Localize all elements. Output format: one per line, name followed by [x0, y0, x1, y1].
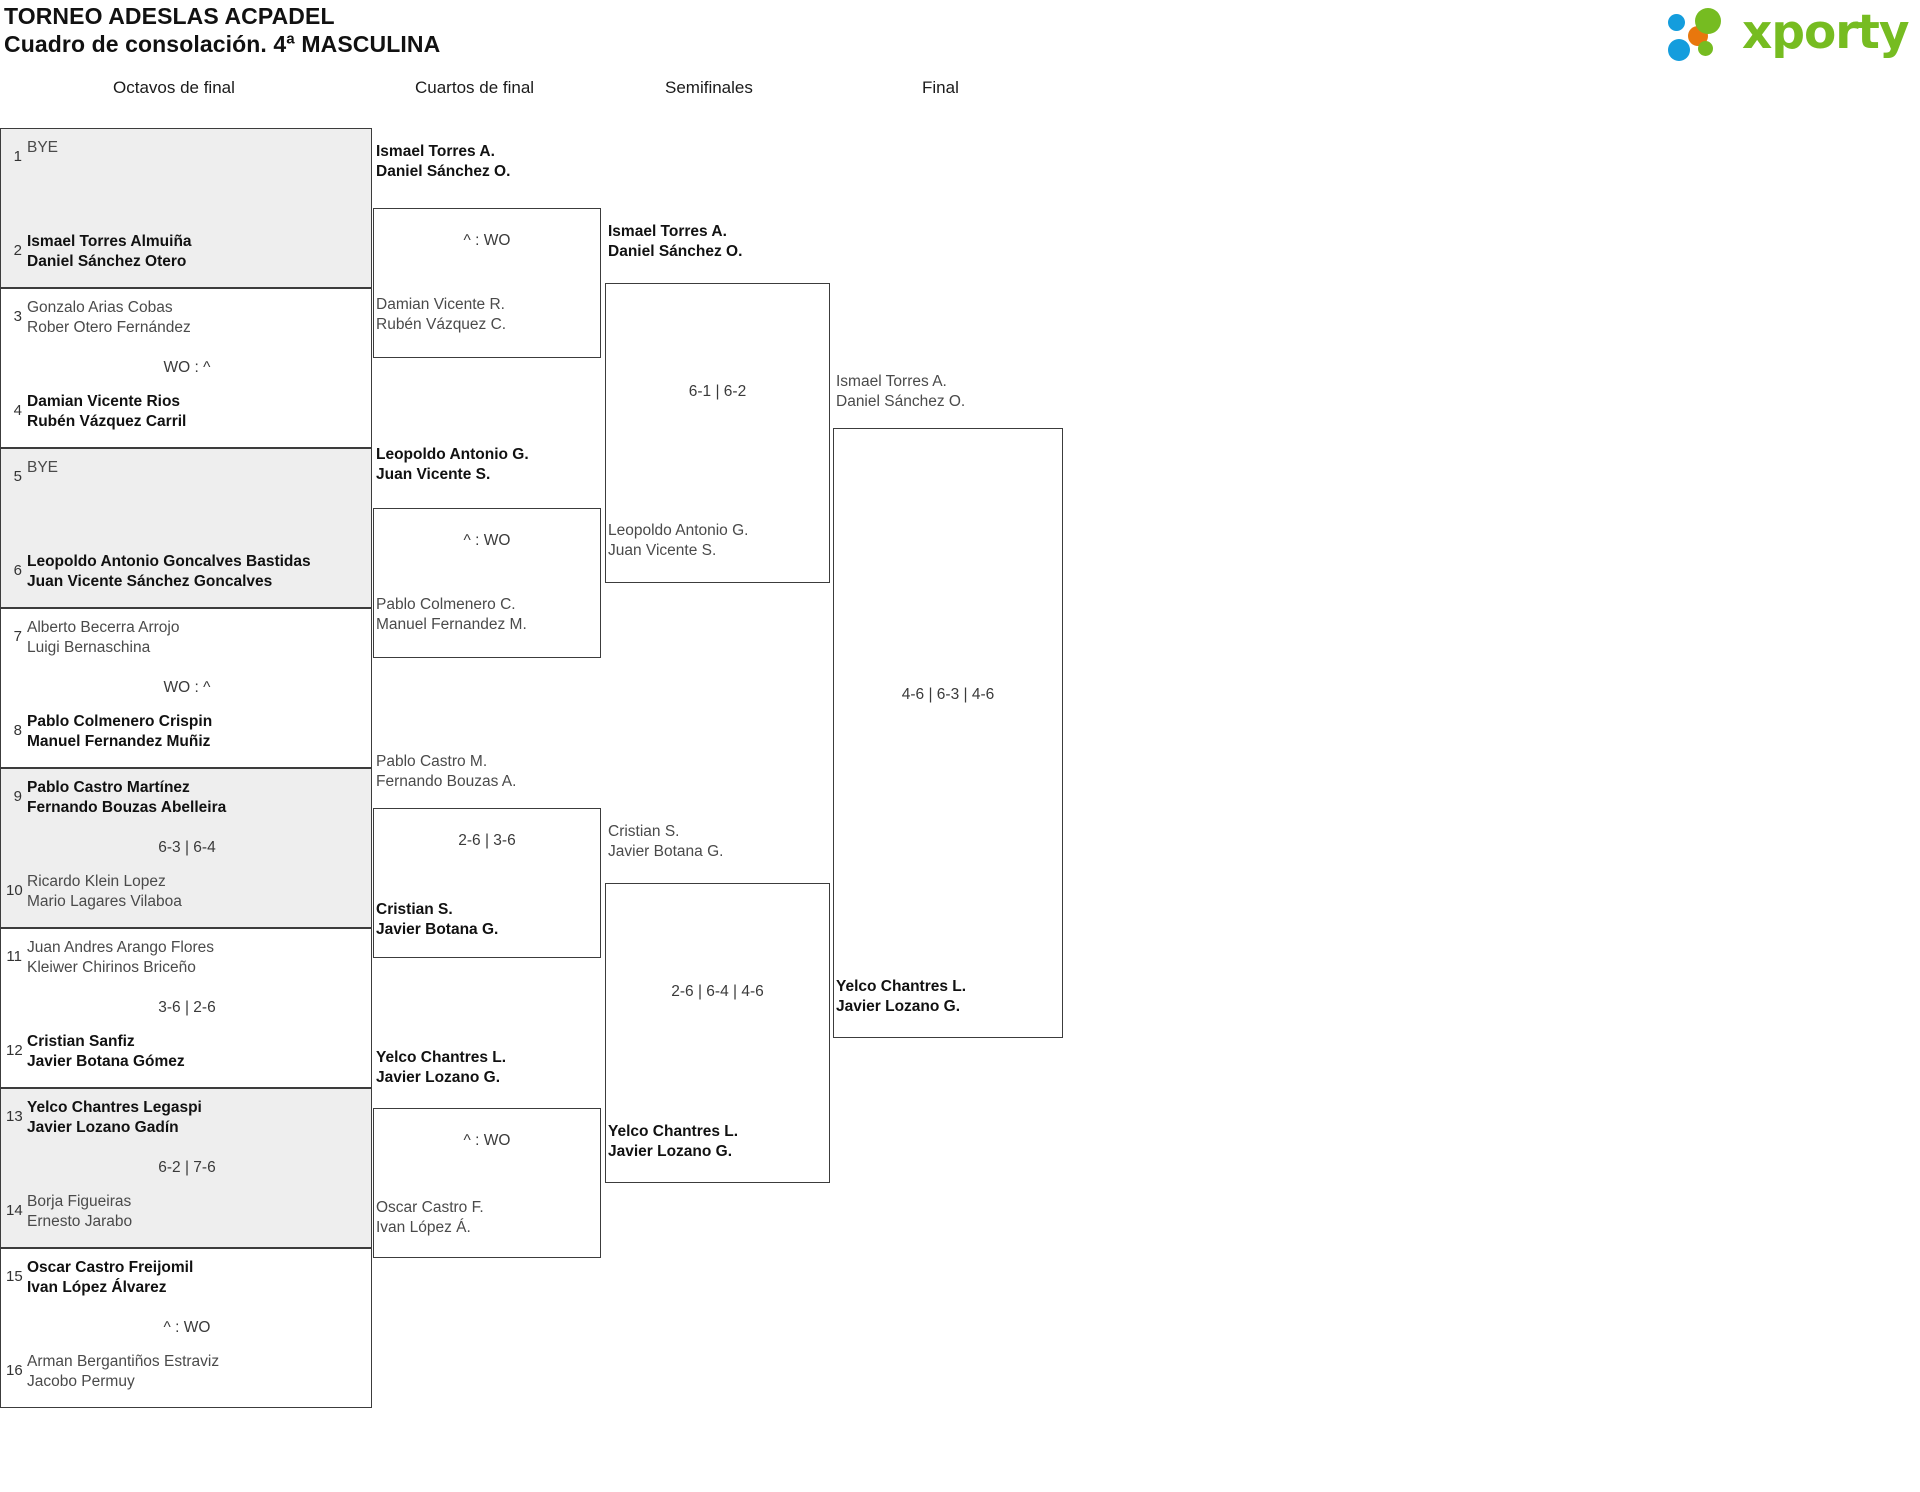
- table-row[interactable]: 13 Yelco Chantres Legaspi Javier Lozano …: [0, 1088, 372, 1248]
- match-score: 6-2 | 7-6: [158, 1159, 216, 1176]
- seed-number: 12: [6, 1042, 23, 1059]
- seed-number: 2: [13, 242, 22, 259]
- seed-number: 5: [13, 468, 22, 485]
- qf-winner-label: Leopoldo Antonio G. Juan Vicente S.: [376, 446, 529, 483]
- match-score: WO : ^: [163, 359, 211, 376]
- table-row[interactable]: 5 BYE 6 Leopoldo Antonio Goncalves Basti…: [0, 448, 372, 608]
- sf-winner-label: Ismael Torres A. Daniel Sánchez O.: [608, 223, 743, 260]
- table-row[interactable]: 7 Alberto Becerra Arrojo Luigi Bernaschi…: [0, 608, 372, 768]
- seed-number: 1: [13, 148, 22, 165]
- team-name: Alberto Becerra Arrojo Luigi Bernaschina: [27, 619, 180, 656]
- team-name: Pablo Colmenero Crispin Manuel Fernandez…: [27, 713, 213, 750]
- logo-dots-icon: [1668, 8, 1746, 62]
- match-score: ^ : WO: [163, 1319, 211, 1336]
- qf-loser-label: Oscar Castro F. Ivan López Á.: [376, 1199, 484, 1236]
- qf-winner-label: Cristian S. Javier Botana G.: [376, 901, 499, 938]
- qf-winner-label: Yelco Chantres L. Javier Lozano G.: [376, 1049, 507, 1086]
- qf-loser-label: Damian Vicente R. Rubén Vázquez C.: [376, 296, 507, 333]
- table-row[interactable]: 1 BYE 2 Ismael Torres Almuiña Daniel Sán…: [0, 128, 372, 288]
- qf-loser-label: Pablo Castro M. Fernando Bouzas A.: [376, 753, 517, 790]
- sf-loser-label: Cristian S. Javier Botana G.: [608, 823, 724, 860]
- seed-number: 3: [13, 308, 22, 325]
- final-champion-label: Yelco Chantres L. Javier Lozano G.: [836, 978, 967, 1015]
- seed-number: 13: [6, 1108, 23, 1125]
- team-name: Oscar Castro Freijomil Ivan López Álvare…: [27, 1259, 194, 1296]
- team-name: Pablo Castro Martínez Fernando Bouzas Ab…: [27, 779, 227, 816]
- match-score: 3-6 | 2-6: [158, 999, 216, 1016]
- match-score: 4-6 | 6-3 | 4-6: [901, 686, 995, 703]
- seed-number: 11: [6, 948, 22, 965]
- seed-number: 16: [6, 1362, 23, 1379]
- round-header-octavos: Octavos de final: [113, 78, 235, 97]
- seed-number: 7: [13, 628, 22, 645]
- tournament-name: TORNEO ADESLAS ACPADEL: [4, 3, 335, 29]
- seed-number: 6: [13, 562, 22, 579]
- match-box[interactable]: [605, 883, 830, 1183]
- xporty-logo: xporty: [1668, 5, 1910, 64]
- team-name: Yelco Chantres Legaspi Javier Lozano Gad…: [27, 1099, 202, 1136]
- round-header-final: Final: [922, 78, 959, 97]
- round-header-semifinales: Semifinales: [665, 78, 753, 97]
- match-score: WO : ^: [163, 679, 211, 696]
- team-name: Ricardo Klein Lopez Mario Lagares Vilabo…: [27, 873, 182, 910]
- match-score: ^ : WO: [463, 232, 511, 249]
- table-row[interactable]: 3 Gonzalo Arias Cobas Rober Otero Fernán…: [0, 288, 372, 448]
- page-title: TORNEO ADESLAS ACPADEL Cuadro de consola…: [4, 2, 440, 58]
- team-name: Gonzalo Arias Cobas Rober Otero Fernánde…: [27, 299, 191, 336]
- team-name: Borja Figueiras Ernesto Jarabo: [27, 1193, 133, 1230]
- match-score: 2-6 | 6-4 | 4-6: [671, 983, 764, 1000]
- match-box[interactable]: [373, 508, 601, 658]
- team-name: Cristian Sanfiz Javier Botana Gómez: [27, 1033, 185, 1070]
- seed-number: 10: [6, 882, 23, 899]
- match-score: 2-6 | 3-6: [458, 832, 516, 849]
- sf-winner-label: Yelco Chantres L. Javier Lozano G.: [608, 1123, 739, 1160]
- match-score: 6-3 | 6-4: [158, 839, 216, 856]
- match-box[interactable]: [373, 208, 601, 358]
- match-score: ^ : WO: [463, 532, 511, 549]
- team-name: Arman Bergantiños Estraviz Jacobo Permuy: [27, 1353, 220, 1390]
- match-box[interactable]: [373, 808, 601, 958]
- table-row[interactable]: 9 Pablo Castro Martínez Fernando Bouzas …: [0, 768, 372, 928]
- seed-number: 4: [13, 402, 22, 419]
- round-header-cuartos: Cuartos de final: [415, 78, 535, 97]
- match-box[interactable]: [833, 428, 1063, 1038]
- seed-number: 9: [13, 788, 22, 805]
- team-name: Damian Vicente Rios Rubén Vázquez Carril: [27, 393, 187, 430]
- match-score: 6-1 | 6-2: [688, 383, 747, 400]
- qf-loser-label: Pablo Colmenero C. Manuel Fernandez M.: [376, 596, 527, 633]
- team-name: Leopoldo Antonio Goncalves Bastidas Juan…: [27, 553, 311, 590]
- seed-number: 14: [6, 1202, 23, 1219]
- sf-loser-label: Leopoldo Antonio G. Juan Vicente S.: [608, 522, 749, 559]
- team-name: BYE: [27, 459, 59, 476]
- logo-wordmark: xporty: [1742, 5, 1910, 60]
- team-name: Juan Andres Arango Flores Kleiwer Chirin…: [27, 939, 214, 976]
- match-box[interactable]: [373, 1108, 601, 1258]
- final-runnerup-label: Ismael Torres A. Daniel Sánchez O.: [836, 373, 966, 410]
- team-name: BYE: [27, 139, 59, 156]
- table-row[interactable]: 15 Oscar Castro Freijomil Ivan López Álv…: [0, 1248, 372, 1408]
- qf-winner-label: Ismael Torres A. Daniel Sánchez O.: [376, 143, 511, 180]
- team-name: Ismael Torres Almuiña Daniel Sánchez Ote…: [27, 233, 192, 270]
- seed-number: 8: [13, 722, 22, 739]
- match-score: ^ : WO: [463, 1132, 511, 1149]
- bracket-subtitle: Cuadro de consolación. 4ª MASCULINA: [4, 31, 441, 57]
- seed-number: 15: [6, 1268, 23, 1285]
- table-row[interactable]: 11 Juan Andres Arango Flores Kleiwer Chi…: [0, 928, 372, 1088]
- match-box[interactable]: [605, 283, 830, 583]
